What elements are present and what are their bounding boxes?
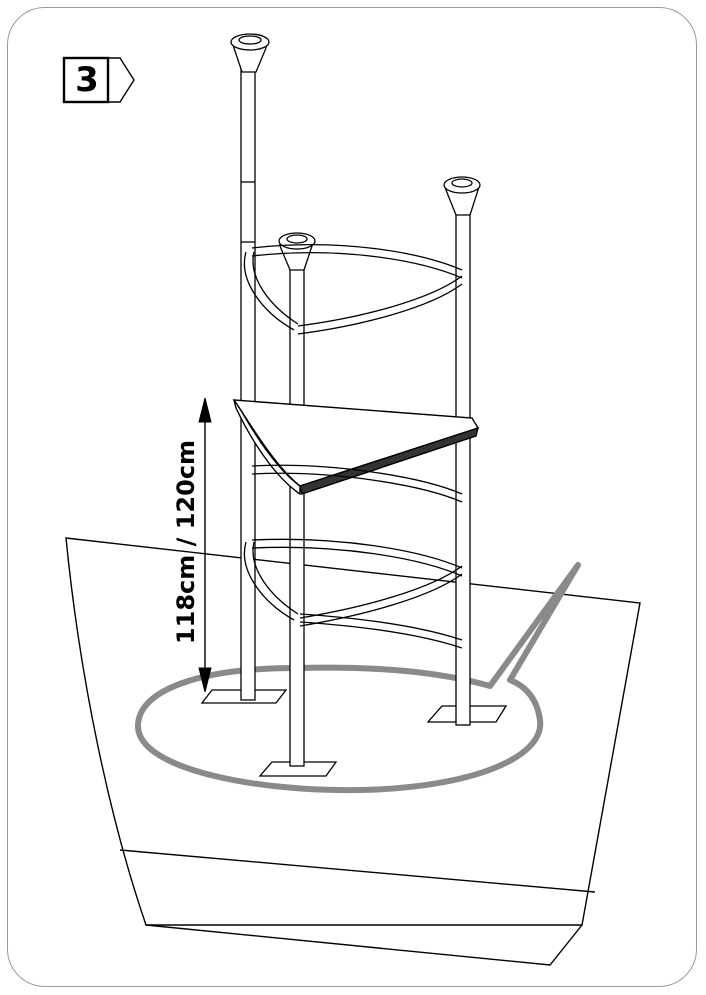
upper-rails bbox=[243, 244, 463, 335]
step-number: 3 bbox=[75, 60, 99, 100]
post-back-left bbox=[230, 33, 270, 701]
height-dimension-arrow bbox=[198, 397, 212, 693]
lower-rails bbox=[243, 464, 463, 649]
ground-block bbox=[65, 537, 641, 966]
step-badge: 3 bbox=[61, 57, 135, 103]
measurement-text: 118cm / 120cm bbox=[172, 439, 200, 645]
step-badge-shape bbox=[62, 56, 135, 104]
platform bbox=[232, 399, 480, 496]
post-back-right bbox=[443, 176, 481, 726]
page-frame bbox=[7, 7, 697, 987]
